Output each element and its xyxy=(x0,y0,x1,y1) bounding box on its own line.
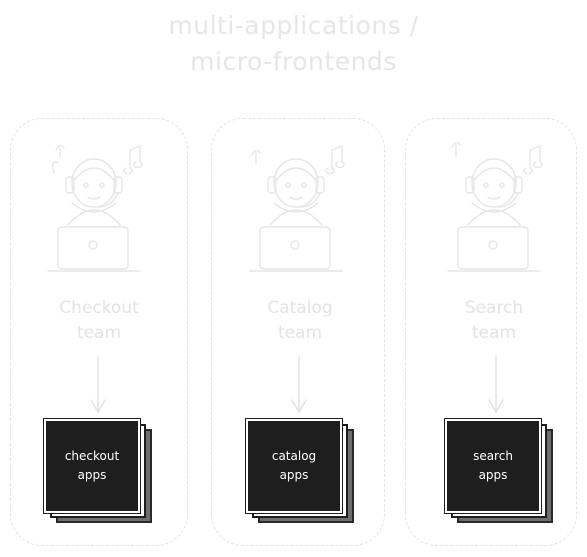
title-line-1: multi-applications / xyxy=(168,11,419,40)
team-suffix: team xyxy=(277,323,323,343)
team-label-checkout: Checkout team xyxy=(14,296,184,346)
arrow-down-icon xyxy=(90,356,106,414)
app-sheet-front: search apps xyxy=(444,418,542,514)
developer-with-headphones-icon xyxy=(249,144,345,272)
team-name: Search xyxy=(464,298,524,318)
team-label-search: Search team xyxy=(409,296,579,346)
arrow-down-icon xyxy=(488,356,504,414)
app-name: checkout xyxy=(64,449,120,463)
arrow-down-icon xyxy=(291,356,307,414)
team-name: Checkout xyxy=(59,298,139,318)
team-label-catalog: Catalog team xyxy=(215,296,385,346)
app-suffix: apps xyxy=(279,468,309,482)
developer-with-headphones-icon xyxy=(47,144,143,272)
app-suffix: apps xyxy=(77,468,107,482)
app-name: catalog xyxy=(271,449,317,463)
app-sheet-front: catalog apps xyxy=(245,418,343,514)
title-line-2: micro-frontends xyxy=(190,47,397,76)
app-stack-catalog[interactable]: catalog apps xyxy=(245,418,358,527)
app-sheet-front: checkout apps xyxy=(43,418,141,514)
lane-catalog xyxy=(211,118,385,546)
team-suffix: team xyxy=(76,323,122,343)
lane-checkout xyxy=(10,118,188,546)
team-name: Catalog xyxy=(267,298,333,318)
app-stack-checkout[interactable]: checkout apps xyxy=(43,418,156,527)
app-suffix: apps xyxy=(478,468,508,482)
app-stack-search[interactable]: search apps xyxy=(444,418,557,527)
developer-with-headphones-icon xyxy=(447,141,543,272)
team-suffix: team xyxy=(471,323,517,343)
app-name: search xyxy=(473,449,513,463)
lane-search xyxy=(405,118,577,546)
